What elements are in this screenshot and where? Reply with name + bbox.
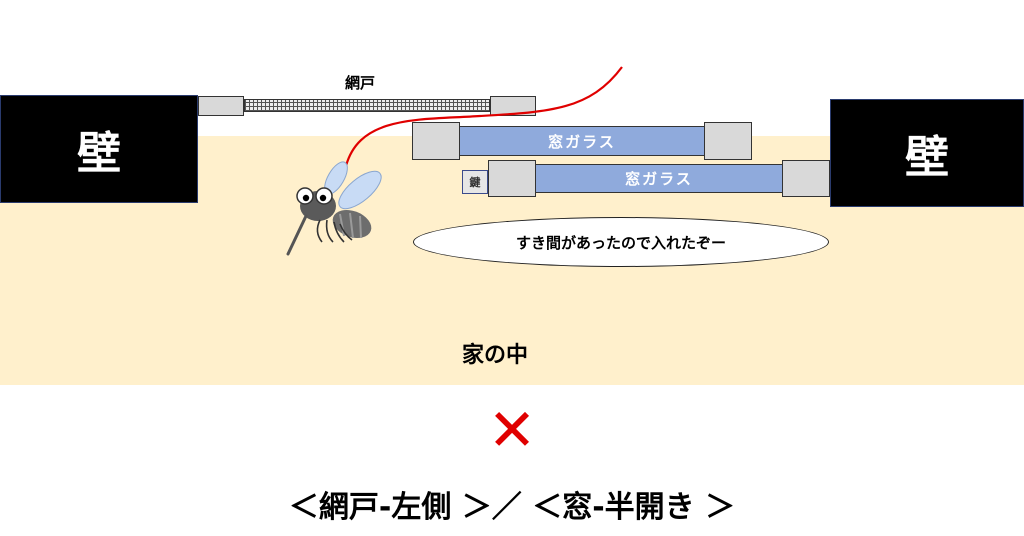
upper-window-frame-right <box>704 122 752 160</box>
mosquito-illustration <box>286 161 382 256</box>
lower-window-frame-left <box>488 160 536 197</box>
cross-mark-icon: ✕ <box>487 396 537 464</box>
upper-window-glass: 窓ガラス <box>459 126 705 156</box>
left-wall-label: 壁 <box>77 128 121 179</box>
lower-window-label: 窓ガラス <box>625 170 693 188</box>
upper-window-frame-left <box>412 122 460 160</box>
right-wall-label: 壁 <box>905 132 949 183</box>
verdict-caption: ＜網戸-左側 ＞／ ＜窓-半開き ＞ <box>288 490 736 525</box>
left-wall: 壁 <box>0 95 198 203</box>
interior-label: 家の中 <box>461 343 528 368</box>
screen-frame-right <box>490 96 536 116</box>
gap-intrusion-path <box>344 66 623 167</box>
screen-mesh <box>244 99 490 112</box>
lower-window-frame-right <box>782 160 830 197</box>
screen-frame-left <box>198 96 244 116</box>
screen-label: 網戸 <box>344 74 375 92</box>
mosquito-speech-text: すき間があったので入れたぞー <box>515 233 726 252</box>
lock-label: 鍵 <box>469 176 481 189</box>
upper-window-label: 窓ガラス <box>548 132 616 151</box>
lock-icon: 鍵 <box>462 170 488 194</box>
mosquito-speech-bubble: すき間があったので入れたぞー <box>413 217 829 267</box>
lower-window-glass: 窓ガラス <box>535 164 783 193</box>
